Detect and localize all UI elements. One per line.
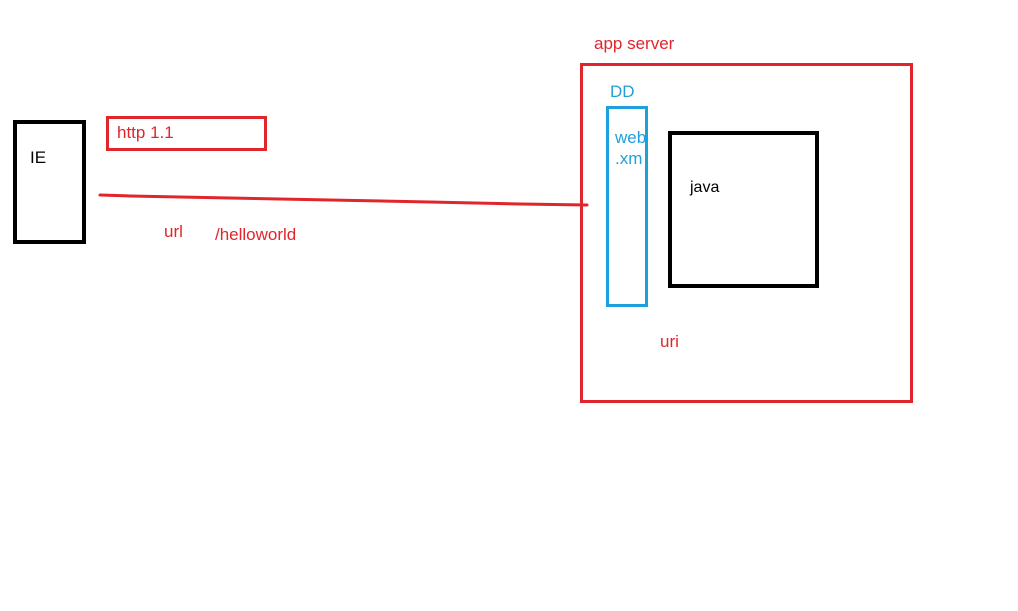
app-server-box <box>580 63 913 403</box>
request-path-label: /helloworld <box>215 225 297 244</box>
uri-label: uri <box>660 332 679 351</box>
request-line <box>98 193 589 207</box>
java-label: java <box>690 179 720 196</box>
web-xml-label: web .xm <box>615 127 645 169</box>
java-component-box <box>668 131 819 288</box>
dd-box <box>606 106 648 307</box>
client-ie-box <box>13 120 86 244</box>
web-xml-line2: .xm <box>615 149 643 168</box>
app-server-label: app server <box>594 34 675 53</box>
protocol-box <box>106 116 267 151</box>
url-label: url <box>164 222 183 241</box>
web-xml-line1: web <box>615 128 645 147</box>
protocol-label: http 1.1 <box>117 123 174 142</box>
dd-label: DD <box>610 82 635 101</box>
client-label: IE <box>30 148 47 167</box>
